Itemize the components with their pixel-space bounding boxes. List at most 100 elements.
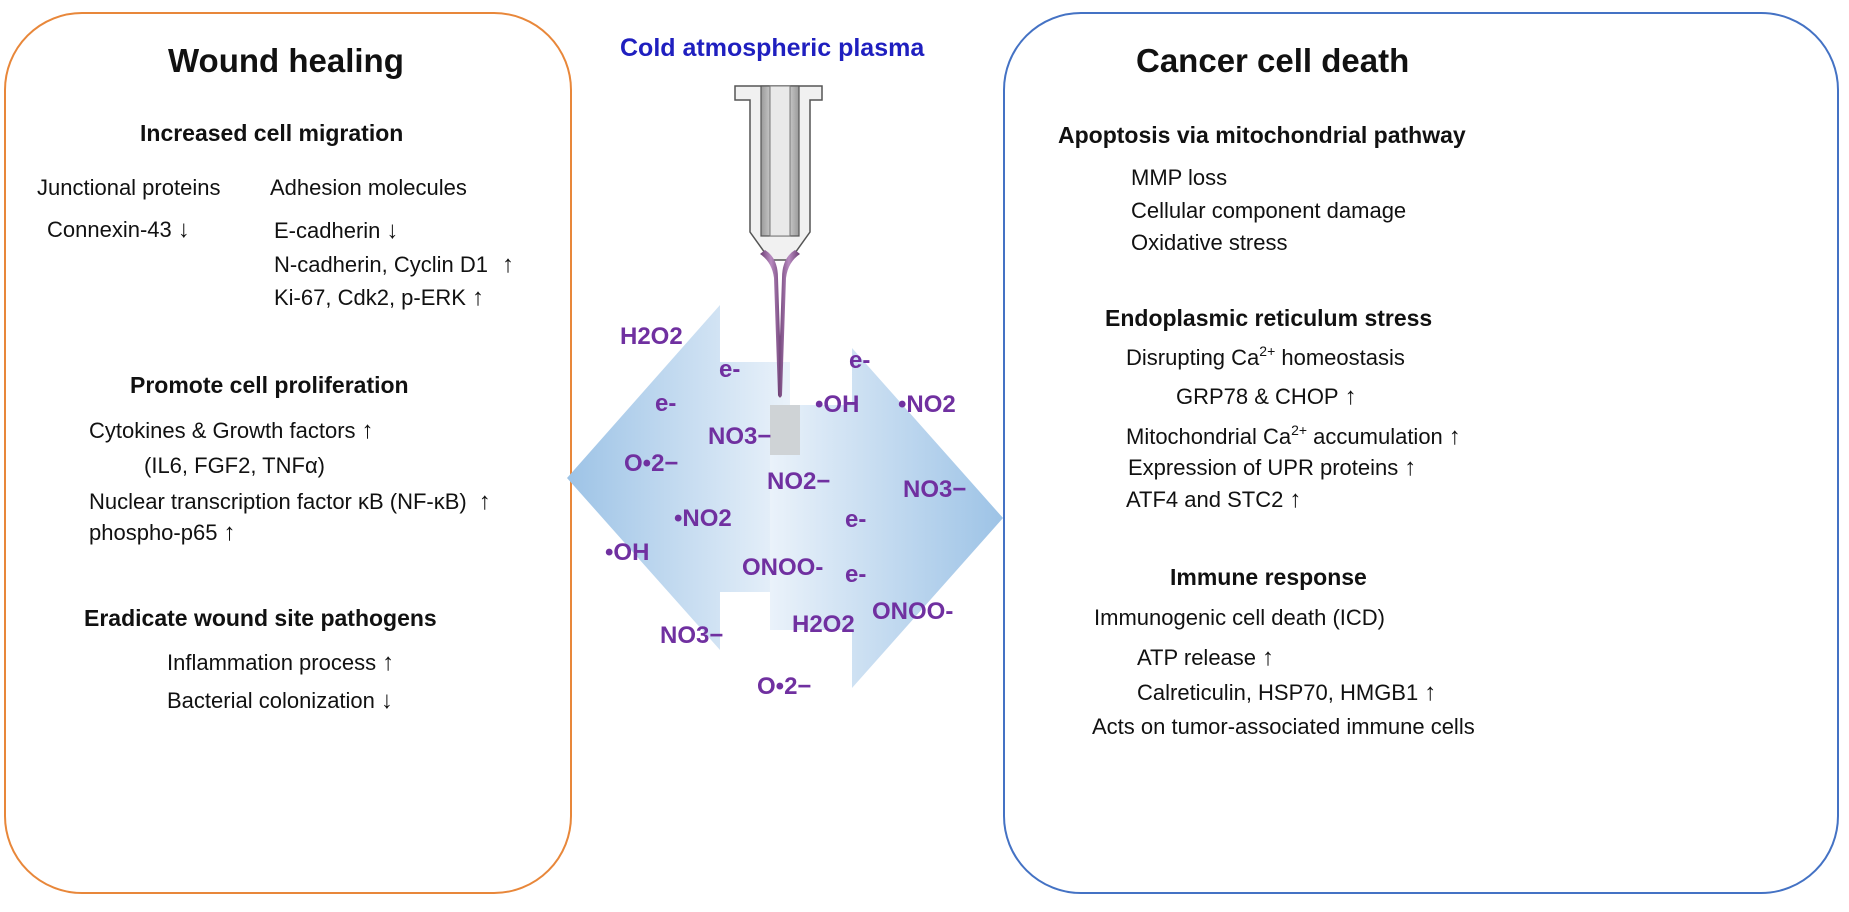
tumor-immune-cells-line: Acts on tumor-associated immune cells — [1092, 714, 1475, 739]
increased-cell-migration-heading: Increased cell migration — [140, 120, 404, 146]
species-nitrate: NO3− — [660, 624, 723, 648]
species-electron: e- — [655, 392, 676, 416]
cancer-cell-death-title: Cancer cell death — [1136, 42, 1410, 79]
calreticulin-line: Calreticulin, HSP70, HMGB1↑ — [1137, 681, 1436, 705]
upr-label: Expression of UPR proteins — [1128, 455, 1399, 480]
nitrate-text: NO3− — [903, 476, 967, 503]
immune-response-heading: Immune response — [1170, 564, 1367, 590]
disrupting-ca-pre: Disrupting Ca — [1126, 345, 1260, 370]
species-nitrate: NO3− — [708, 425, 771, 449]
up-arrow-icon: ↑ — [1404, 454, 1417, 481]
species-hydroxyl-radical: •OH — [815, 393, 859, 417]
species-nitrate: NO3− — [903, 478, 966, 502]
junctional-proteins-header: Junctional proteins — [37, 175, 221, 200]
disrupting-ca-post: homeostasis — [1275, 345, 1405, 370]
cold-atmospheric-plasma-title: Cold atmospheric plasma — [620, 34, 925, 62]
atp-release-label: ATP release — [1137, 645, 1257, 670]
plasma-jet-device — [734, 85, 823, 398]
electron-text: e- — [719, 356, 741, 383]
hydroxyl-text: •OH — [605, 539, 650, 566]
species-superoxide: O•2− — [624, 452, 678, 476]
oxidative-stress-line: Oxidative stress — [1131, 230, 1288, 255]
cellular-damage-line: Cellular component damage — [1131, 198, 1407, 223]
upr-line: Expression of UPR proteins↑ — [1128, 456, 1416, 480]
mito-ca-line: Mitochondrial Ca2+ accumulation↑ — [1126, 422, 1461, 450]
disrupting-ca-charge: 2+ — [1259, 343, 1276, 359]
superoxide-text: O•2− — [624, 450, 679, 477]
n-cadherin-line: N-cadherin, Cyclin D1 ↑ — [274, 253, 514, 277]
species-electron: e- — [845, 508, 866, 532]
adhesion-molecules-header: Adhesion molecules — [270, 175, 467, 200]
species-electron: e- — [719, 358, 740, 382]
grp78-line: GRP78 & CHOP↑ — [1176, 385, 1357, 409]
nitrate-text: NO3− — [660, 622, 724, 649]
species-nitrogen-dioxide: •NO2 — [898, 393, 956, 417]
electron-text: e- — [845, 561, 867, 588]
peroxynitrite-text: ONOO- — [872, 598, 954, 625]
up-arrow-icon: ↑ — [1448, 423, 1461, 450]
n-cadherin-label: N-cadherin, Cyclin D1 — [274, 252, 488, 277]
nfkb-label: Nuclear transcription factor κB (NF-κB) — [89, 489, 467, 514]
p65-line: phospho-p65↑ — [89, 521, 235, 545]
species-electron: e- — [845, 563, 866, 587]
calreticulin-label: Calreticulin, HSP70, HMGB1 — [1137, 680, 1419, 705]
il6-line: (IL6, FGF2, TNFα) — [144, 453, 325, 478]
up-arrow-icon: ↑ — [1344, 383, 1357, 410]
p65-label: phospho-p65 — [89, 520, 218, 545]
species-peroxynitrite: ONOO- — [872, 600, 953, 624]
ki67-label: Ki-67, Cdk2, p-ERK — [274, 285, 466, 310]
atf4-label: ATF4 and STC2 — [1126, 487, 1284, 512]
superoxide-text: O•2− — [757, 673, 812, 700]
up-arrow-icon: ↑ — [478, 488, 491, 515]
ki67-line: Ki-67, Cdk2, p-ERK↑ — [274, 286, 484, 310]
up-arrow-icon: ↑ — [382, 649, 395, 676]
mito-ca-charge: 2+ — [1291, 422, 1308, 438]
down-arrow-icon: ↓ — [386, 217, 399, 244]
species-h2o2: H2O2 — [620, 325, 683, 349]
left-arrow-shape — [567, 305, 790, 650]
up-arrow-icon: ↑ — [1262, 644, 1275, 671]
arrow-overlap-tab — [770, 405, 800, 455]
inflammation-line: Inflammation process↑ — [167, 651, 394, 675]
up-arrow-icon: ↑ — [1424, 679, 1437, 706]
down-arrow-icon: ↓ — [177, 216, 190, 243]
e-cadherin-label: E-cadherin — [274, 218, 381, 243]
up-arrow-icon: ↑ — [501, 251, 514, 278]
species-nitrogen-dioxide: •NO2 — [674, 507, 732, 531]
up-arrow-icon: ↑ — [1289, 486, 1302, 513]
species-hydrogen-peroxide: H2O2 — [792, 613, 855, 637]
cancer-cell-death-panel — [1003, 12, 1839, 894]
icd-line: Immunogenic cell death (ICD) — [1094, 605, 1386, 630]
mito-ca-post: accumulation — [1307, 424, 1443, 449]
no2-text: •NO2 — [898, 391, 956, 418]
cytokines-line: Cytokines & Growth factors↑ — [89, 419, 374, 443]
species-electron: e- — [849, 349, 870, 373]
up-arrow-icon: ↑ — [361, 417, 374, 444]
nitrate-text: NO3− — [708, 423, 772, 450]
atf4-line: ATF4 and STC2↑ — [1126, 488, 1301, 512]
connexin-43-label: Connexin-43 — [47, 217, 172, 242]
er-stress-heading: Endoplasmic reticulum stress — [1105, 305, 1433, 331]
mmp-loss-line: MMP loss — [1131, 165, 1228, 190]
nitrite-text: NO2− — [767, 468, 831, 495]
inflammation-label: Inflammation process — [167, 650, 377, 675]
up-arrow-icon: ↑ — [223, 519, 236, 546]
species-superoxide: O•2− — [757, 675, 811, 699]
promote-cell-proliferation-heading: Promote cell proliferation — [130, 372, 409, 398]
cytokines-label: Cytokines & Growth factors — [89, 418, 356, 443]
species-nitrite: NO2− — [767, 470, 830, 494]
bacterial-line: Bacterial colonization↓ — [167, 689, 393, 713]
apoptosis-heading: Apoptosis via mitochondrial pathway — [1058, 122, 1466, 148]
wound-healing-panel — [4, 12, 572, 894]
h2o2-text: H2O2 — [620, 323, 683, 350]
connexin-43-line: Connexin-43↓ — [47, 218, 190, 242]
wound-healing-title: Wound healing — [168, 42, 404, 79]
bacterial-label: Bacterial colonization — [167, 688, 375, 713]
grp78-label: GRP78 & CHOP — [1176, 384, 1339, 409]
no2-text: •NO2 — [674, 505, 732, 532]
electron-text: e- — [655, 390, 677, 417]
right-arrow-shape — [770, 348, 1003, 688]
mito-ca-pre: Mitochondrial Ca — [1126, 424, 1292, 449]
hydroxyl-text: •OH — [815, 391, 860, 418]
